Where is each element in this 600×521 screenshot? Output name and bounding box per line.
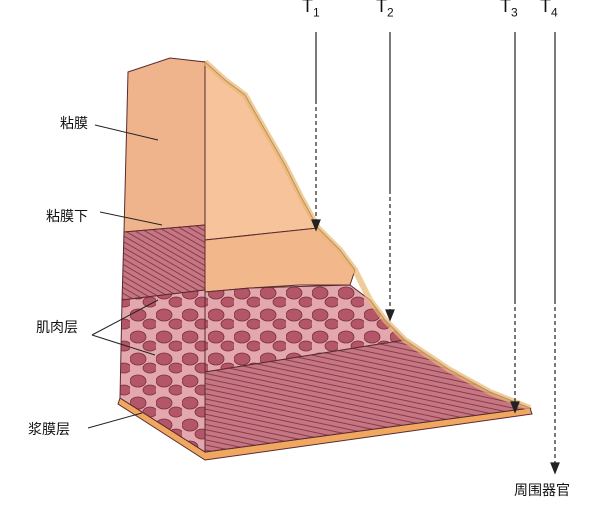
t2-arrow [385,32,395,322]
front-face-submucosa [204,227,356,293]
tumor-edge [202,59,532,411]
stage-label-t2: T2 [376,0,394,20]
left-face-muscle-outer [121,224,206,301]
label-submucosa: 粘膜下 [46,209,88,225]
label-serosa: 浆膜层 [28,422,70,438]
left-face-mucosa [123,57,206,233]
t3-arrow [510,32,520,414]
stage-label-t1: T1 [302,0,320,20]
t1-arrow [311,32,321,232]
t4-arrow [550,32,560,475]
leader-lines [87,124,163,429]
label-adjacent-organs: 周围器官 [514,483,570,499]
front-face-mucosa [204,60,319,241]
label-mucosa: 粘膜 [60,116,88,132]
stage-label-t4: T4 [540,0,558,20]
stage-label-t3: T3 [500,0,518,20]
label-muscularis: 肌肉层 [36,320,78,336]
